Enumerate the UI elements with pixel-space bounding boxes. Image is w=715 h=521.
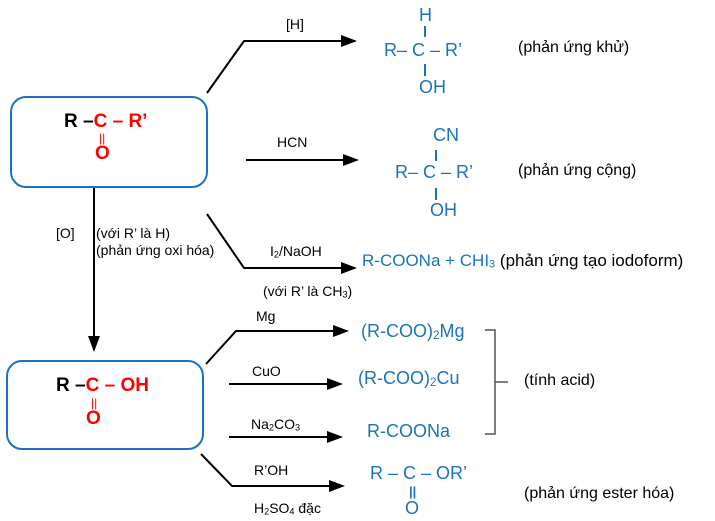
- arrow-mg: [205, 325, 349, 365]
- reagent-i2-naoh: I2/NaOH: [270, 243, 322, 260]
- carbonyl-oxygen: O: [95, 143, 110, 164]
- mg-salt-product: (R-COO)2Mg: [361, 321, 465, 342]
- arrow-ester: [200, 453, 345, 492]
- acid-oxygen: O: [86, 408, 101, 429]
- ester-product-bottom: O: [405, 498, 420, 518]
- reduction-product-row: R– C – R’: [384, 40, 463, 60]
- carbonyl-carbon: C: [93, 111, 108, 132]
- cu-salt-product: (R-COO)2Cu: [358, 368, 460, 389]
- esterification-name: (phản ứng ester hóa): [524, 485, 675, 502]
- catalyst-h2so4: H2SO4 đặc: [254, 500, 321, 517]
- oxidation-condition: (với R’ là H): [96, 225, 170, 241]
- oxidation-name: (phản ứng oxi hóa): [96, 242, 215, 258]
- carboxylic-acid-box: [6, 360, 204, 450]
- reagent-hcn: HCN: [277, 134, 308, 150]
- reagent-mg: Mg: [256, 308, 276, 324]
- addition-product-bottom: OH: [430, 200, 457, 220]
- addition-product-top: CN: [433, 125, 459, 145]
- acid-group-name: (tính acid): [524, 372, 596, 389]
- acid-bracket: [485, 329, 496, 435]
- reduction-product-bottom: OH: [419, 77, 446, 97]
- reagent-h: [H]: [286, 16, 304, 32]
- carbonyl-double-bond: ||: [99, 131, 106, 145]
- acid-formula: R –C – OH: [56, 375, 149, 396]
- reagent-cuo: CuO: [252, 363, 281, 379]
- carbonyl-r2: R’: [128, 111, 148, 132]
- ester-double-bond: ||: [409, 484, 417, 499]
- reagent-na2co3: Na2CO3: [251, 416, 301, 433]
- addition-product-row: R– C – R’: [395, 162, 474, 182]
- reagent-o: [O]: [56, 225, 75, 241]
- arrow-reduction: [206, 35, 357, 94]
- addition-name: (phản ứng cộng): [518, 162, 637, 179]
- iodoform-name: (phản ứng tạo iodoform): [495, 251, 684, 270]
- na-salt-product: R-COONa: [367, 421, 451, 441]
- acid-oh: OH: [120, 375, 149, 396]
- carbonyl-compound-box: [10, 96, 208, 188]
- ester-product-row: R – C – OR’: [370, 463, 468, 483]
- reagent-roh: R’OH: [254, 462, 289, 478]
- arrow-iodoform: [206, 213, 357, 274]
- reduction-product-top: H: [419, 5, 432, 25]
- iodoform-product: R-COONa + CHI3 (phản ứng tạo iodoform): [362, 251, 684, 271]
- carbonyl-formula: R –C – R’: [64, 111, 148, 132]
- reduction-name: (phản ứng khử): [518, 39, 630, 56]
- acid-double-bond: ||: [91, 396, 98, 410]
- iodoform-condition: (với R’ là CH3): [263, 283, 353, 300]
